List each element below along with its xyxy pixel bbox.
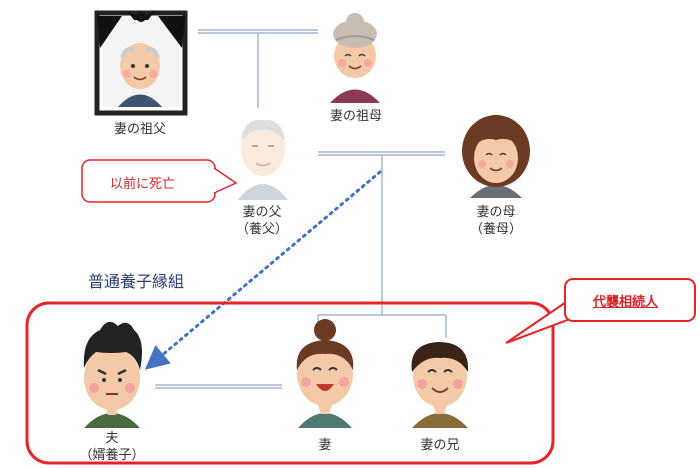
wife-father-name: 妻の父 bbox=[242, 205, 282, 220]
wife-grandmother-name: 妻の祖母 bbox=[329, 109, 382, 124]
wife-name: 妻 bbox=[318, 438, 332, 453]
wife-father-sub: （養父） bbox=[235, 222, 288, 237]
wife-figure bbox=[296, 319, 354, 428]
wife-grandfather-label: 妻の祖父 bbox=[100, 121, 180, 138]
adoption-arrow bbox=[144, 170, 382, 370]
wife-label: 妻 bbox=[285, 437, 365, 454]
wife-father-label: 妻の父 （養父） bbox=[222, 204, 302, 238]
wife-mother-name: 妻の母 bbox=[476, 205, 516, 220]
wife-mother-figure bbox=[462, 115, 530, 198]
husband-sub: （婿養子） bbox=[79, 448, 145, 463]
wife-grandfather-name: 妻の祖父 bbox=[113, 122, 166, 137]
wife-brother-name: 妻の兄 bbox=[420, 438, 460, 453]
adoption-label: 普通養子縁組 bbox=[88, 272, 185, 291]
wife-brother-label: 妻の兄 bbox=[400, 437, 480, 454]
wife-father-figure bbox=[238, 119, 288, 200]
wife-grandmother-label: 妻の祖母 bbox=[316, 108, 396, 125]
daishu-label: 代襲相続人 bbox=[593, 295, 659, 310]
daishu-callout bbox=[505, 278, 696, 344]
heirs-group-box bbox=[25, 301, 555, 465]
husband-name: 夫 bbox=[105, 431, 119, 446]
wife-mother-sub: （養母） bbox=[469, 222, 522, 237]
wife-grandfather-portrait bbox=[94, 10, 188, 116]
wife-brother-figure bbox=[411, 342, 469, 428]
husband-figure bbox=[83, 321, 142, 428]
wife-grandmother-figure bbox=[330, 13, 380, 103]
deceased-callout bbox=[81, 159, 238, 203]
connector-lines bbox=[155, 29, 447, 389]
wife-mother-label: 妻の母 （養母） bbox=[456, 204, 536, 238]
deceased-callout-text: 以前に死亡 bbox=[110, 177, 176, 192]
husband-label: 夫 （婿養子） bbox=[72, 430, 152, 464]
